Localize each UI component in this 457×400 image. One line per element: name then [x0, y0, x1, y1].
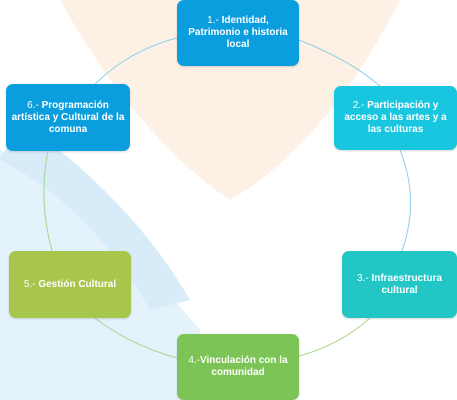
connector-2-3	[399, 149, 412, 252]
node-vinculacion-comunidad: 4.-Vinculación con la comunidad	[177, 334, 299, 400]
connector-1-2	[298, 39, 381, 87]
node-participacion-acceso: 2.- Participación y acceso a las artes y…	[334, 86, 457, 150]
node-programacion-artistica: 6.- Programación artística y Cultural de…	[6, 84, 130, 151]
node-infraestructura: 3.- Infraestructura cultural	[342, 251, 457, 318]
connector-6-1	[94, 37, 178, 85]
watermark-blue-shape-2	[0, 120, 190, 310]
node-1-number: 1.-	[207, 15, 219, 26]
node-identidad-patrimonio: 1.- Identidad, Patrimonio e historia loc…	[177, 0, 299, 66]
node-4-number: 4.-	[188, 355, 201, 366]
connector-3-4	[298, 317, 371, 357]
node-1-text: 1.- Identidad, Patrimonio e historia loc…	[181, 15, 295, 51]
watermark-orange-shape	[60, 0, 400, 200]
node-1-label: Identidad, Patrimonio e historia local	[188, 15, 288, 50]
node-3-number: 3.-	[356, 272, 369, 284]
node-6-label: Programación artística y Cultural de la …	[11, 99, 125, 135]
node-2-number: 2.-	[352, 100, 365, 111]
node-4-label: Vinculación con la comunidad	[200, 355, 288, 378]
connector-4-5	[94, 317, 178, 359]
node-3-label: Infraestructura cultural	[371, 272, 443, 296]
node-gestion-cultural: 5.- Gestión Cultural	[9, 251, 131, 318]
node-5-number: 5.-	[23, 278, 36, 290]
node-2-label: Participación y acceso a las artes y a l…	[344, 100, 447, 135]
connector-5-6	[43, 150, 53, 252]
node-4-text: 4.-Vinculación con la comunidad	[181, 355, 295, 379]
node-3-text: 3.- Infraestructura cultural	[346, 273, 453, 297]
node-6-text: 6.- Programación artística y Cultural de…	[10, 100, 126, 136]
node-6-number: 6.-	[27, 99, 39, 111]
node-5-text: 5.- Gestión Cultural	[24, 279, 116, 291]
node-5-label: Gestión Cultural	[38, 278, 117, 290]
node-2-text: 2.- Participación y acceso a las artes y…	[338, 100, 453, 136]
